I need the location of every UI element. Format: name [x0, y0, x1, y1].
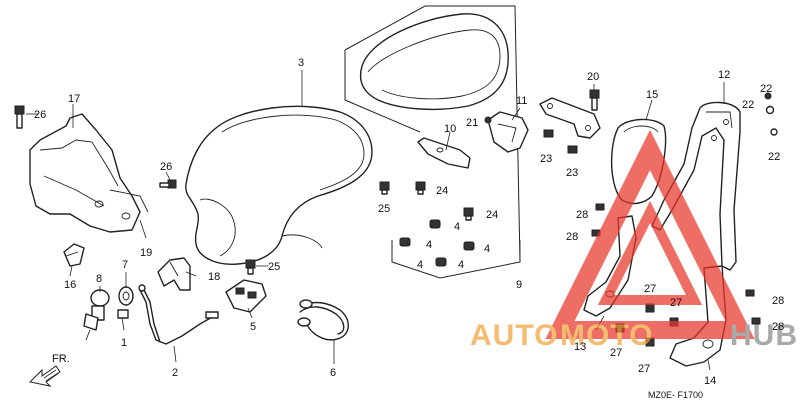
callout-12: 12	[718, 69, 730, 81]
nut-23-right	[567, 145, 578, 154]
seat-bracket	[29, 113, 149, 233]
seat-lock-5	[225, 279, 267, 313]
callout-23a: 23	[540, 153, 552, 165]
bolt-27a	[645, 303, 655, 313]
callout-26a: 26	[34, 109, 46, 121]
callout-28a: 28	[576, 209, 588, 221]
callout-16: 16	[64, 279, 76, 291]
callout-27a: 27	[644, 283, 656, 295]
callout-2: 2	[172, 367, 178, 379]
passenger-group-outline	[344, 5, 521, 279]
callout-28b: 28	[566, 231, 578, 243]
bracket-upper-right	[539, 97, 601, 139]
rider-seat	[185, 105, 373, 265]
callout-3: 3	[298, 57, 304, 69]
bolt-22c	[770, 128, 778, 136]
callout-28d: 28	[772, 321, 784, 333]
bolt-26-center	[159, 179, 177, 189]
callout-27b: 27	[670, 297, 682, 309]
watermark-logo: AUTO MOTO HUB	[470, 129, 798, 352]
callout-7: 7	[122, 259, 128, 271]
key-cylinder-8	[83, 289, 110, 341]
rubber-4b	[399, 237, 411, 247]
bolt-26-left	[14, 105, 25, 129]
bolt-28d	[751, 317, 761, 325]
callout-4c: 4	[484, 243, 490, 255]
callout-4d: 4	[417, 259, 423, 271]
bolt-28a	[595, 203, 605, 211]
callout-14: 14	[704, 375, 716, 387]
leader-lines	[26, 70, 725, 371]
callout-28c: 28	[772, 295, 784, 307]
bracket-11	[484, 111, 529, 153]
cable-loop-6	[297, 299, 349, 341]
callout-11: 11	[516, 95, 527, 107]
clip-1	[117, 309, 129, 319]
callout-4b: 4	[426, 239, 432, 251]
bracket-18	[157, 257, 191, 291]
bolt-24-upper	[415, 181, 426, 195]
callout-15: 15	[646, 89, 658, 101]
callout-5: 5	[250, 321, 256, 333]
callout-1: 1	[121, 337, 127, 349]
washer-7	[118, 286, 134, 306]
rubber-4d	[435, 257, 447, 267]
bracket-10	[417, 137, 471, 169]
bolt-24-lower	[463, 207, 474, 221]
callout-8: 8	[96, 273, 102, 285]
callout-27d: 27	[638, 363, 650, 375]
callout-23b: 23	[566, 167, 578, 179]
callout-4e: 4	[458, 259, 464, 271]
callout-6: 6	[330, 367, 336, 379]
front-direction-arrow	[28, 365, 61, 387]
watermark-text-a: AUTO	[470, 319, 558, 352]
bolt-25-lower	[245, 259, 256, 275]
callouts: 1 2 3 4 4 4 4 4 5 6 7 8 9 10 11 12 13 14…	[34, 57, 784, 400]
callout-22a: 22	[760, 83, 772, 95]
callout-19: 19	[140, 247, 152, 259]
nut-23-left	[543, 129, 554, 138]
bolt-25-upper	[379, 181, 390, 195]
callout-17: 17	[68, 93, 80, 105]
watermark-text-b: MOTO	[560, 319, 653, 352]
callout-9: 9	[516, 279, 522, 291]
callout-22b: 22	[742, 99, 754, 111]
callout-24b: 24	[486, 209, 498, 221]
callout-25b: 25	[268, 261, 280, 273]
callout-21: 21	[466, 117, 478, 129]
passenger-seat-pad	[359, 13, 509, 111]
lock-cable-2	[138, 284, 219, 345]
callout-22c: 22	[768, 151, 780, 163]
rubber-4c	[463, 241, 475, 251]
callout-4a: 4	[454, 221, 460, 233]
bolt-28c	[745, 289, 755, 297]
bolt-20	[589, 89, 600, 111]
callout-13: 13	[574, 341, 586, 353]
callout-26b: 26	[160, 161, 172, 173]
rubber-4a	[429, 219, 441, 229]
bolt-22a	[764, 92, 772, 100]
cushion-16	[63, 243, 85, 267]
diagram-code: MZ0E- F1700	[648, 390, 703, 400]
direction-label: FR.	[52, 353, 70, 365]
callout-10: 10	[444, 123, 456, 135]
bolt-22b	[765, 105, 775, 115]
callout-18: 18	[208, 271, 220, 283]
callout-27c: 27	[610, 347, 622, 359]
callout-24a: 24	[436, 185, 448, 197]
watermark-text-c: HUB	[730, 319, 798, 352]
callout-25a: 25	[378, 203, 390, 215]
callout-20: 20	[587, 71, 599, 83]
